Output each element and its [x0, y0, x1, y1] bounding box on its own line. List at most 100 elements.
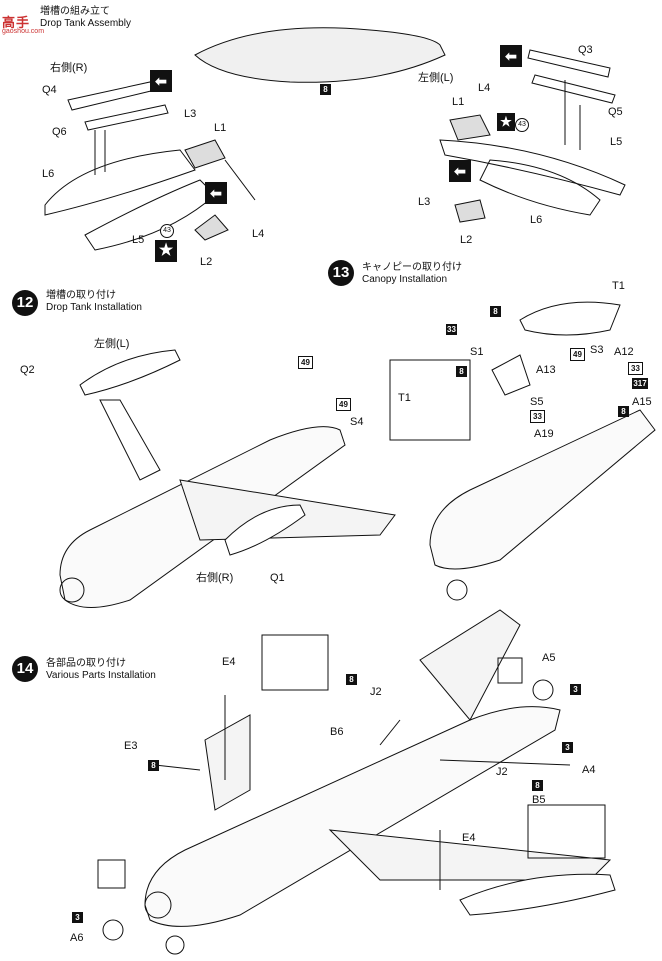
color-code-49: 49 [570, 348, 585, 361]
part-l5-left: L5 [610, 136, 623, 148]
arrow-flag-icon: ⬅ [150, 70, 172, 92]
part-b6: B6 [330, 726, 344, 738]
section12-title-jp: 増槽の取り付け [46, 290, 116, 301]
color-code-3: 3 [562, 742, 573, 753]
part-a6: A6 [70, 932, 84, 944]
nose-wheel-13 [446, 579, 468, 601]
color-code-317: 317 [632, 378, 648, 389]
part-a15: A15 [632, 396, 652, 408]
part-e4: E4 [222, 656, 236, 668]
site-logo: 高手 [2, 15, 31, 30]
aircraft-14-fuselage [144, 706, 561, 927]
drop-tank-left-half-l6 [479, 159, 601, 216]
part-l3-left: L3 [418, 196, 431, 208]
section14-title-jp: 各部品の取り付け [46, 658, 126, 669]
color-code-8: 8 [346, 674, 357, 685]
nose-wheel-14 [165, 935, 185, 955]
part-q2: Q2 [20, 364, 35, 376]
section11-title-en: Drop Tank Assembly [40, 18, 131, 29]
part-e3: E3 [124, 740, 138, 752]
part-j2: J2 [370, 686, 382, 698]
section13-title-jp: キャノピーの取り付け [362, 262, 462, 273]
step-14-badge: 14 [12, 656, 38, 682]
color-code-3: 3 [72, 912, 83, 923]
part-e4-b: E4 [462, 832, 476, 844]
pylon-q5 [531, 74, 616, 104]
color-code-8: 8 [532, 780, 543, 791]
part-l6: L6 [42, 168, 55, 180]
drop-tank-installed-left [79, 349, 181, 396]
part-l1-left: L1 [452, 96, 465, 108]
tank-tail-l1-left [449, 114, 491, 141]
star-insignia-icon: ★ [155, 240, 177, 262]
step-12-badge: 12 [12, 290, 38, 316]
tank-fin-l2-left [454, 199, 486, 223]
part-s3: S3 [590, 344, 604, 356]
inset-box-14c [97, 859, 126, 889]
right-side-label-12: 右側(R) [196, 572, 234, 584]
aircraft-12-fin [99, 399, 161, 481]
part-l2: L2 [200, 256, 213, 268]
part-l1: L1 [214, 122, 227, 134]
color-code-8: 8 [456, 366, 467, 377]
color-code-8: 8 [618, 406, 629, 417]
part-q1: Q1 [270, 572, 285, 584]
part-s5: S5 [530, 396, 544, 408]
canopy-frame-s1 [491, 354, 531, 396]
part-a12: A12 [614, 346, 634, 358]
intake-14 [144, 891, 172, 919]
canopy-t1 [519, 301, 621, 336]
aircraft-14-wing-upper [204, 714, 251, 811]
inset-box-14d [497, 657, 523, 684]
color-code-49: 49 [336, 398, 351, 411]
part-l4: L4 [252, 228, 265, 240]
pylon-q4 [67, 81, 156, 111]
left-side-label-12: 左側(L) [94, 338, 130, 350]
part-q6: Q6 [52, 126, 67, 138]
part-a5: A5 [542, 652, 556, 664]
color-code-8: 8 [320, 84, 331, 95]
part-l5: L5 [132, 234, 145, 246]
site-logo-sub: gaoshou.com [2, 28, 45, 35]
part-s1: S1 [470, 346, 484, 358]
step-13-badge: 13 [328, 260, 354, 286]
inset-box-13 [389, 359, 471, 441]
part-l4-left: L4 [478, 82, 491, 94]
right-side-label: 右側(R) [50, 62, 88, 74]
color-code-33: 33 [530, 410, 545, 423]
fuselage-underside [194, 27, 446, 83]
aircraft-14-tail [419, 609, 521, 721]
tank-tail-l1 [184, 139, 226, 169]
drop-tank-right-half-l5 [84, 179, 216, 251]
part-t1: T1 [612, 280, 625, 292]
part-a19: A19 [534, 428, 554, 440]
inset-box-14a [261, 634, 329, 691]
part-l3: L3 [184, 108, 197, 120]
section12-title-en: Drop Tank Installation [46, 302, 142, 313]
color-code-8: 8 [490, 306, 501, 317]
section14-title-en: Various Parts Installation [46, 670, 156, 681]
section13-title-en: Canopy Installation [362, 274, 448, 285]
part-a4: A4 [582, 764, 596, 776]
drop-tank-right-half-l6 [44, 149, 196, 216]
part-a6 [102, 919, 124, 941]
left-side-label: 左側(L) [418, 72, 454, 84]
color-code-43: 43 [515, 118, 529, 132]
color-code-43: 43 [160, 224, 174, 238]
intake-12 [59, 577, 85, 603]
inset-box-14b [527, 804, 606, 859]
part-a5 [532, 679, 554, 701]
color-code-33: 33 [628, 362, 643, 375]
color-code-33: 33 [446, 324, 457, 335]
part-l6-left: L6 [530, 214, 543, 226]
part-q4: Q4 [42, 84, 57, 96]
color-code-3: 3 [570, 684, 581, 695]
arrow-flag-icon: ⬅ [205, 182, 227, 204]
part-q3: Q3 [578, 44, 593, 56]
part-a13: A13 [536, 364, 556, 376]
drop-tank-left-half-l5 [439, 139, 626, 196]
color-code-8: 8 [148, 760, 159, 771]
arrow-flag-icon: ⬅ [500, 45, 522, 67]
part-q5: Q5 [608, 106, 623, 118]
